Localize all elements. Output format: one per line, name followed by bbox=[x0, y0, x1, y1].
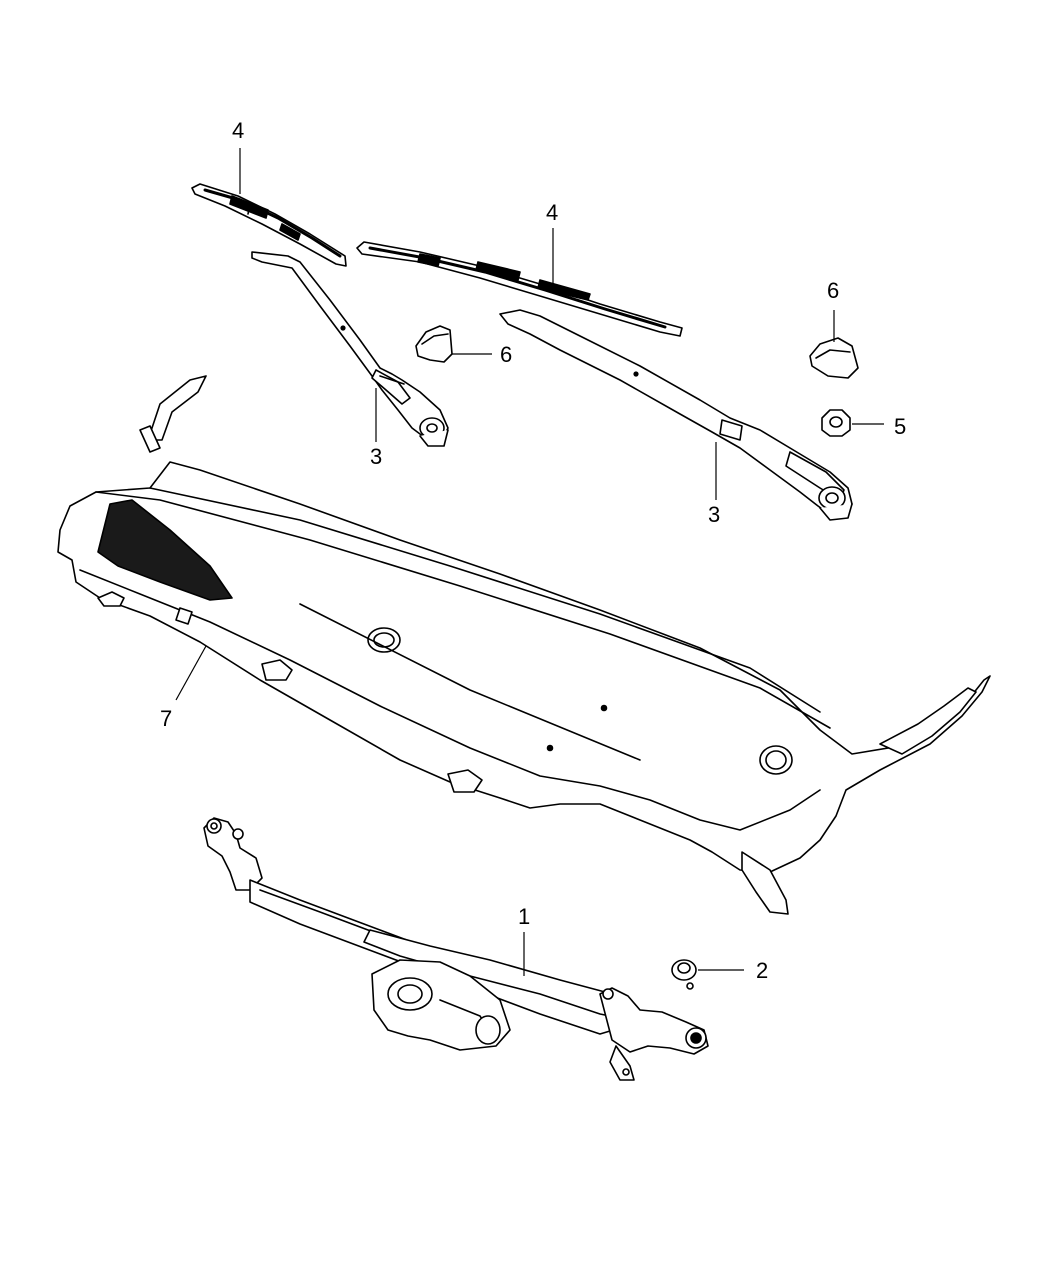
wiper-blade-left bbox=[191, 183, 347, 267]
callout-6b: 6 bbox=[827, 278, 839, 303]
callout-4a: 4 bbox=[232, 118, 244, 143]
callout-1: 1 bbox=[518, 904, 530, 929]
wiper-linkage-motor bbox=[203, 817, 709, 1081]
arm-nut bbox=[821, 409, 851, 437]
callout-5: 5 bbox=[894, 414, 906, 439]
callout-7: 7 bbox=[160, 706, 172, 731]
leader-lines bbox=[175, 148, 884, 976]
callout-4b: 4 bbox=[546, 200, 558, 225]
callouts: 4 4 6 6 5 3 3 7 1 2 bbox=[160, 118, 906, 983]
callout-3b: 3 bbox=[708, 502, 720, 527]
wiper-blade-right bbox=[356, 241, 683, 337]
leader-7 bbox=[175, 645, 207, 701]
arm-nut-cap-right bbox=[809, 337, 859, 379]
callout-2: 2 bbox=[756, 958, 768, 983]
callout-3a: 3 bbox=[370, 444, 382, 469]
callout-6a: 6 bbox=[500, 342, 512, 367]
arm-nut-cap-left bbox=[415, 325, 453, 363]
cowl-panel bbox=[57, 375, 991, 915]
wiper-arm-left bbox=[251, 251, 449, 447]
pivot-nut bbox=[671, 959, 697, 990]
wiper-arm-right bbox=[499, 309, 853, 521]
